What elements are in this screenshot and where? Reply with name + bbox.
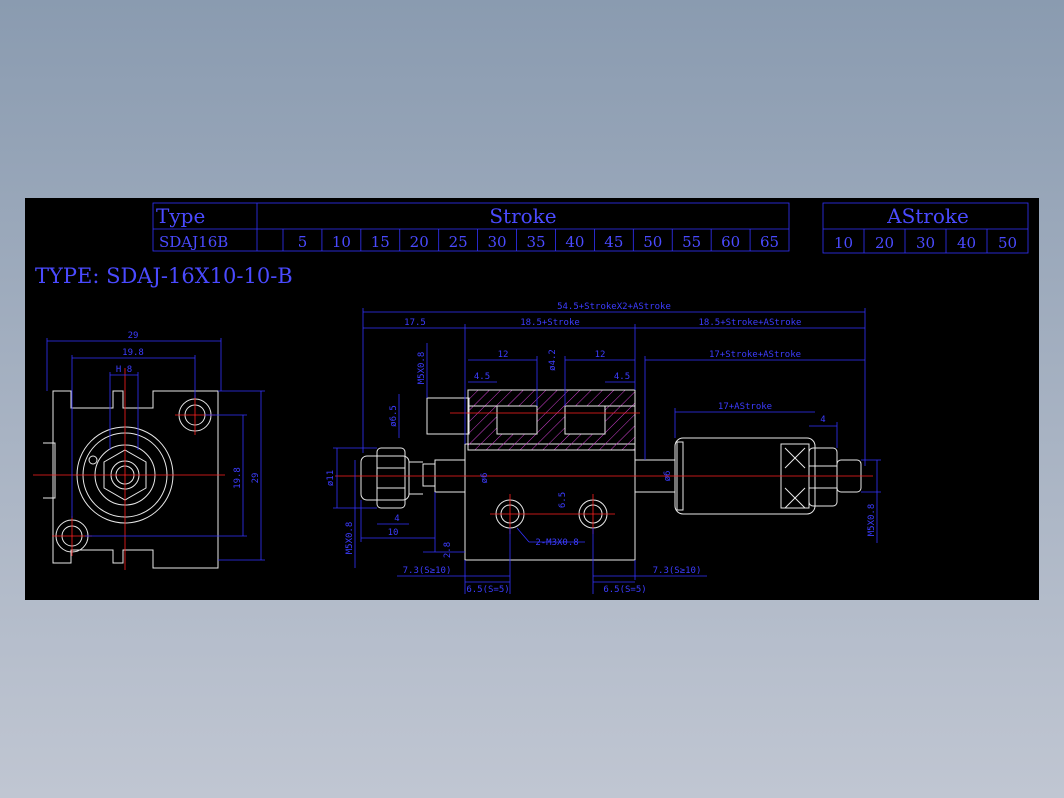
front-view: 29 19.8 H 8 19.8 29 [33,331,265,570]
dim-rod-thread-left: M5X0.8 [345,522,355,555]
dim-mid1: 18.5+Stroke [520,318,580,328]
stroke-cell: 65 [760,233,779,251]
astroke-cell: 50 [998,234,1017,252]
dim-rod-d6: ø6 [480,473,490,484]
dim-rod-dia: ø11 [326,470,336,486]
dim-port2: 12 [595,350,606,360]
dim-rod-ext: 17+Stroke+AStroke [709,350,801,360]
stroke-cell: 45 [604,233,623,251]
front-dim-bolt-v: 19.8 [233,467,243,489]
type-header: Type [156,204,205,228]
dim-nut-w: 4 [820,415,825,425]
stroke-cell: 40 [565,233,584,251]
dim-mid2: 18.5+Stroke+AStroke [699,318,802,328]
model-cell: SDAJ16B [159,233,228,251]
dim-left-body: 17.5 [404,318,426,328]
dim-mount-holes: 2-M3X0.8 [535,538,578,548]
dim-rod-dia-left: ø6.5 [389,405,399,427]
dim-overall: 54.5+StrokeX2+AStroke [557,302,671,312]
front-dim-bolt-h: 19.8 [122,348,144,358]
dim-left-s2: 6.5(S=5) [466,585,509,595]
stroke-cell: 15 [371,233,390,251]
cad-drawing-canvas[interactable]: 5 10 15 20 25 30 35 40 45 50 55 60 65 Type Stroke SD… [25,198,1039,600]
dim-bore: ø4.2 [548,349,558,371]
dim-port-thread: M5X0.8 [417,352,427,385]
astroke-cell: 40 [957,234,976,252]
dim-hole-v: 6.5 [558,492,568,508]
stroke-cell: 55 [682,233,701,251]
dim-right-s1: 7.3(S≥10) [653,566,702,576]
front-dim-height: 29 [251,473,261,484]
stroke-cell: 60 [721,233,740,251]
dim-rod-thread-right: M5X0.8 [867,504,877,537]
stroke-cell: 10 [332,233,351,251]
dim-inner1: 4.5 [474,372,490,382]
type-label: TYPE: SDAJ-16X10-10-B [35,264,293,288]
front-dim-hex: H 8 [116,365,132,375]
dim-inner2: 4.5 [614,372,630,382]
astroke-cell: 10 [834,234,853,252]
dim-gap: 2.8 [443,542,453,558]
astroke-cell: 20 [875,234,894,252]
stroke-header: Stroke [489,204,556,228]
dim-rod-len: 10 [388,528,399,538]
cad-drawing: 5 10 15 20 25 30 35 40 45 50 55 60 65 Type Stroke SD… [33,202,1029,595]
dim-right-s2: 6.5(S=5) [603,585,646,595]
astroke-table: 10 20 30 40 50 AStroke [822,202,1029,254]
side-view: 54.5+StrokeX2+AStroke 17.5 18.5+Stroke 1… [326,302,881,595]
dim-left-s1: 7.3(S≥10) [403,566,452,576]
astroke-cell: 30 [916,234,935,252]
stroke-cell: 50 [643,233,662,251]
stroke-cell: 35 [526,233,545,251]
stroke-cell: 25 [449,233,468,251]
stroke-cell: 20 [410,233,429,251]
dim-port1: 12 [498,350,509,360]
dim-rod-d6b: ø6 [663,471,673,482]
dim-rod-ext2: 17+AStroke [718,402,772,412]
stroke-table: 5 10 15 20 25 30 35 40 45 50 55 60 65 Type Stroke SD… [152,202,790,252]
stroke-cell: 30 [488,233,507,251]
dim-nut-len: 4 [394,514,399,524]
stroke-cell: 5 [298,233,308,251]
front-dim-width: 29 [128,331,139,341]
astroke-header: AStroke [886,204,969,228]
